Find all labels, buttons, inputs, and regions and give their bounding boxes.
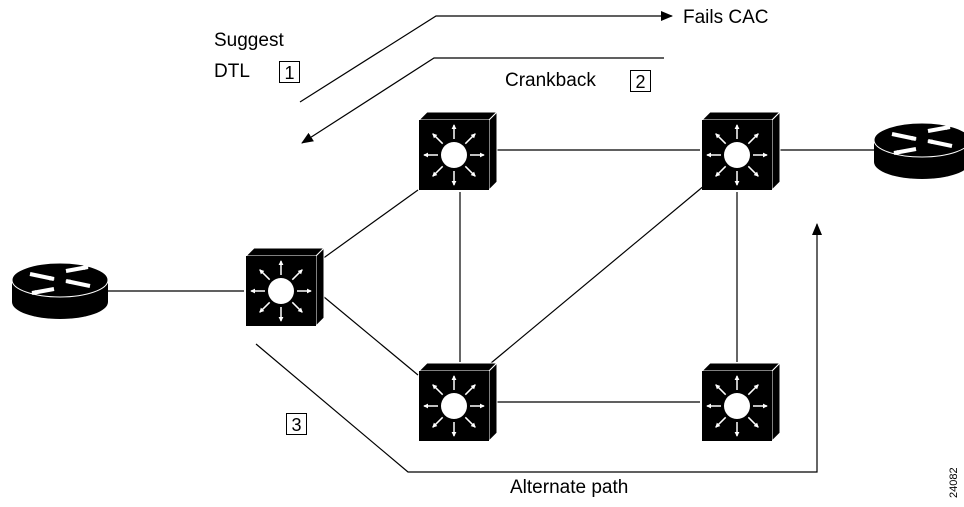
links: [108, 149, 874, 403]
link-switch-c-switch-d: [484, 184, 706, 369]
crankback-arrow: [301, 57, 664, 144]
switch-e-atm-switch-icon: [700, 361, 782, 443]
suggest-label: Suggest: [214, 30, 284, 51]
link-switch-a-switch-d: [317, 291, 419, 376]
link-switch-a-switch-b: [317, 189, 419, 263]
router-left-router-icon: [11, 262, 109, 319]
step-3-badge: 3: [286, 413, 307, 435]
step-2-badge: 2: [630, 70, 651, 92]
dtl-label: DTL: [214, 61, 250, 82]
suggest-dtl-arrow: [299, 11, 673, 103]
crankback-label: Crankback: [505, 70, 596, 91]
switch-d-atm-switch-icon: [417, 361, 499, 443]
switch-c-atm-switch-icon: [700, 110, 782, 192]
step-1-badge: 1: [279, 61, 300, 83]
figure-id: 24082: [948, 467, 960, 498]
switch-b-atm-switch-icon: [417, 110, 499, 192]
signal-arrows: [255, 11, 822, 473]
fails-cac-label: Fails CAC: [683, 7, 769, 28]
alternate-path-arrow: [255, 223, 822, 473]
switch-a-atm-switch-icon: [244, 246, 326, 328]
devices: [11, 110, 964, 443]
alternate-path-label: Alternate path: [510, 477, 629, 498]
router-right-router-icon: [873, 122, 964, 179]
